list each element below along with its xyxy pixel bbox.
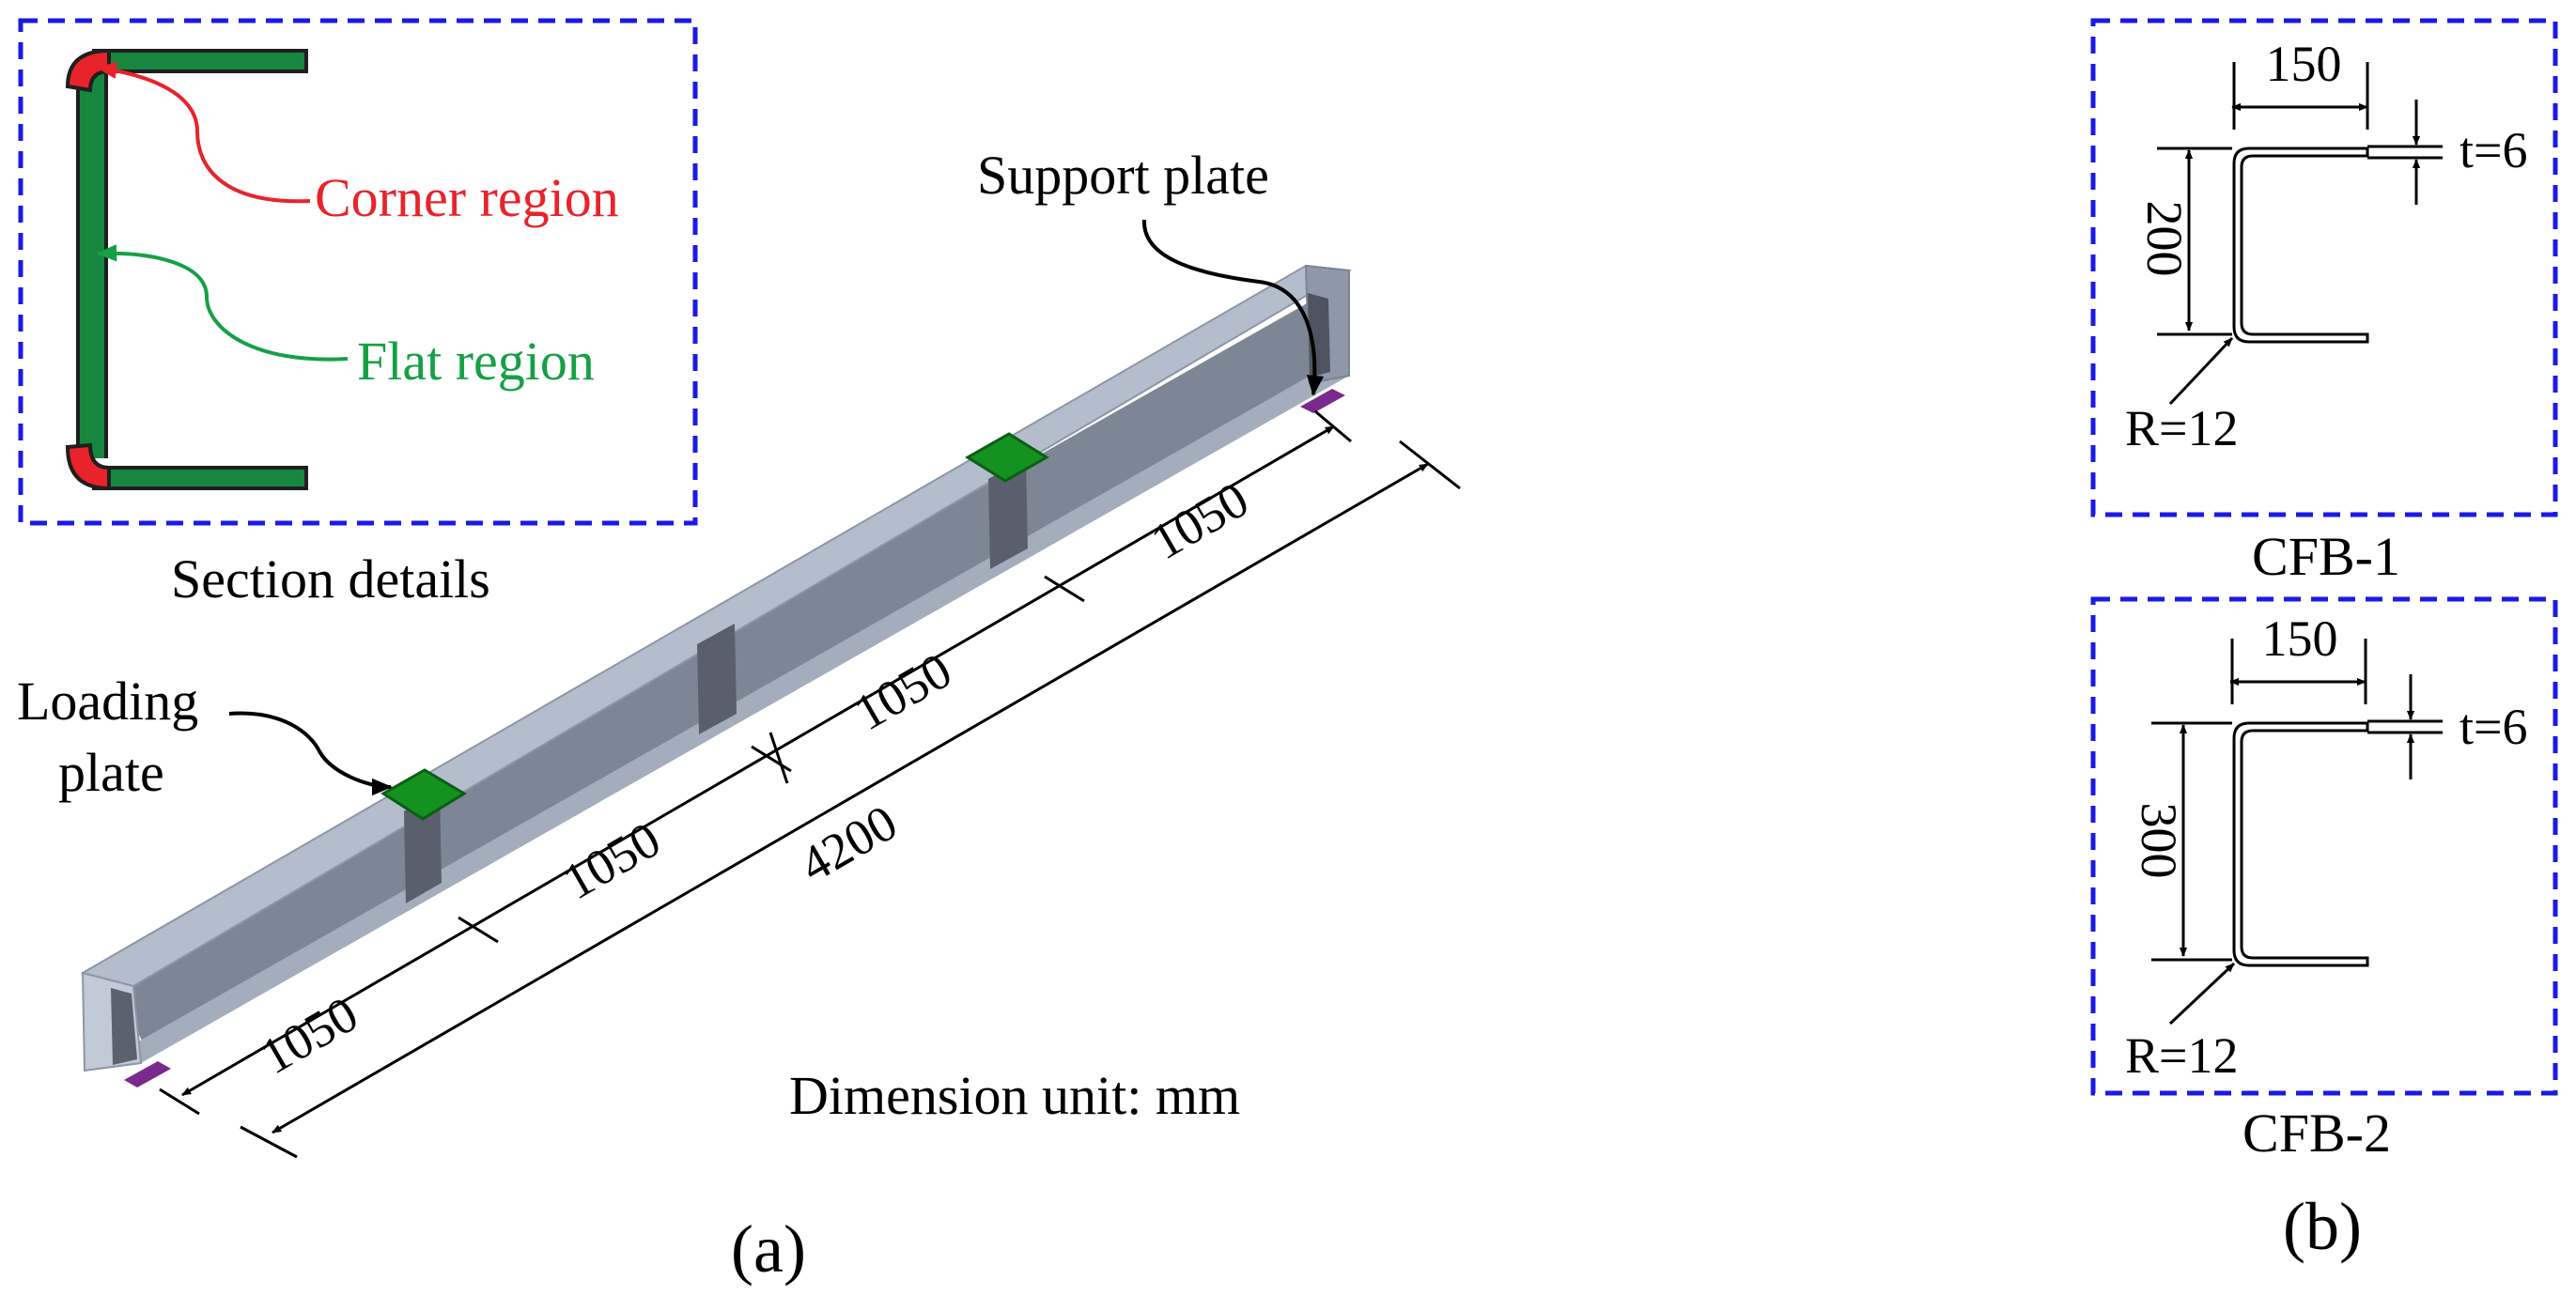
corner-region-top [65, 48, 111, 93]
loading-plate-label-1: Loading [17, 671, 198, 732]
section-details-caption: Section details [171, 548, 490, 609]
cfb-1-depth: 200 [2136, 201, 2193, 277]
span-label-1: 1050 [251, 985, 367, 1085]
total-length-label: 4200 [790, 794, 907, 893]
cfb-1-section-outline [2232, 147, 2369, 344]
beam-model [80, 264, 1353, 1087]
cfb-1-radius: R=12 [2125, 400, 2238, 456]
specimen-cfb-1: 150 200 t=6 R=12 [2090, 18, 2558, 517]
dimension-unit-note: Dimension unit: mm [789, 1065, 1240, 1126]
cfb-2-section-outline [2232, 721, 2369, 967]
total-length-dimension-line [240, 440, 1461, 1159]
panel-label-a: (a) [731, 1211, 806, 1287]
span-label-3: 1050 [845, 641, 961, 741]
section-details-inset: Corner region Flat region [18, 18, 698, 526]
flat-region-label: Flat region [357, 331, 595, 392]
section-details-frame [18, 18, 698, 526]
cfb-2-depth: 300 [2131, 803, 2187, 879]
panel-label-b: (b) [2283, 1189, 2362, 1264]
corner-region-label: Corner region [315, 167, 619, 228]
cfb-1-thickness: t=6 [2460, 122, 2527, 178]
beam-end-web-left [111, 988, 137, 1065]
support-plate-left [124, 1061, 171, 1087]
cfb-1-frame [2090, 18, 2558, 517]
support-plate-arrow [1141, 219, 1325, 396]
cfb-2-thickness: t=6 [2460, 699, 2527, 755]
span-label-2: 1050 [553, 810, 670, 910]
span-label-4: 1050 [1141, 470, 1258, 570]
beam-top-flange [80, 264, 1353, 988]
support-plate-right [1300, 389, 1345, 413]
specimen-cfb-2: 150 300 t=6 R=12 [2090, 596, 2558, 1096]
beam-bottom-flange [133, 357, 1349, 1063]
cfb-2-radius: R=12 [2125, 1027, 2238, 1084]
support-plate-label: Support plate [977, 145, 1269, 206]
cfb-1-flange-width: 150 [2266, 36, 2342, 92]
loading-plate-label-2: plate [58, 742, 164, 803]
corner-region-bottom [65, 442, 111, 491]
corner-region-arrow [96, 61, 311, 204]
loading-plate-arrow [228, 711, 393, 796]
cfb-2-frame [2090, 596, 2558, 1096]
cfb-2-caption: CFB-2 [2242, 1103, 2391, 1164]
cfb-1-caption: CFB-1 [2252, 526, 2400, 587]
flat-region-arrow [96, 244, 349, 362]
cfb-2-flange-width: 150 [2262, 610, 2338, 667]
